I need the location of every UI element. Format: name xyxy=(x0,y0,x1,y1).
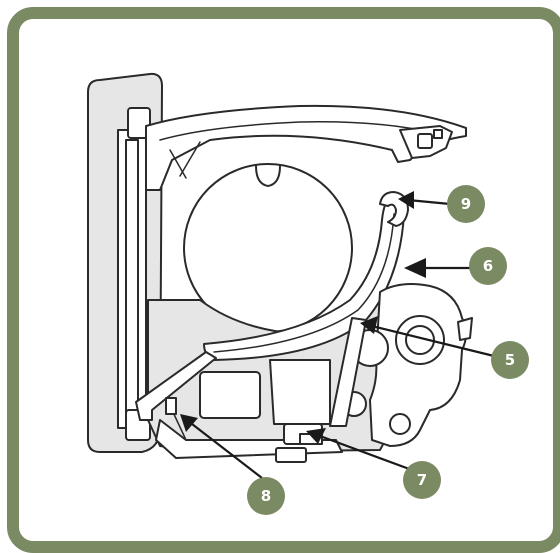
callout-5-label: 5 xyxy=(505,351,515,369)
cassette-lid xyxy=(145,104,467,191)
arrow-7 xyxy=(306,428,413,472)
callout-7: 7 xyxy=(403,461,441,499)
callout-7-label: 7 xyxy=(417,471,427,489)
callout-8: 8 xyxy=(247,477,285,515)
callout-6: 6 xyxy=(469,247,507,285)
callout-9: 9 xyxy=(447,185,485,223)
arrow-5 xyxy=(360,316,495,358)
arrow-6 xyxy=(404,258,470,278)
base-slot xyxy=(275,447,307,463)
callout-9-label: 9 xyxy=(461,195,471,213)
vertical-rail-inner xyxy=(125,139,139,419)
arrow-9 xyxy=(398,191,451,209)
drive-hub-inner xyxy=(405,325,435,355)
callout-6-label: 6 xyxy=(483,257,493,275)
arrow-8 xyxy=(180,414,263,479)
drive-mechanism xyxy=(369,283,467,447)
callout-5: 5 xyxy=(491,341,529,379)
rail-top-cap xyxy=(127,107,151,139)
callout-8-label: 8 xyxy=(261,487,271,505)
drive-pin xyxy=(389,413,411,435)
roller-notch xyxy=(255,165,281,187)
lower-arm xyxy=(135,351,217,421)
strut xyxy=(329,317,367,427)
